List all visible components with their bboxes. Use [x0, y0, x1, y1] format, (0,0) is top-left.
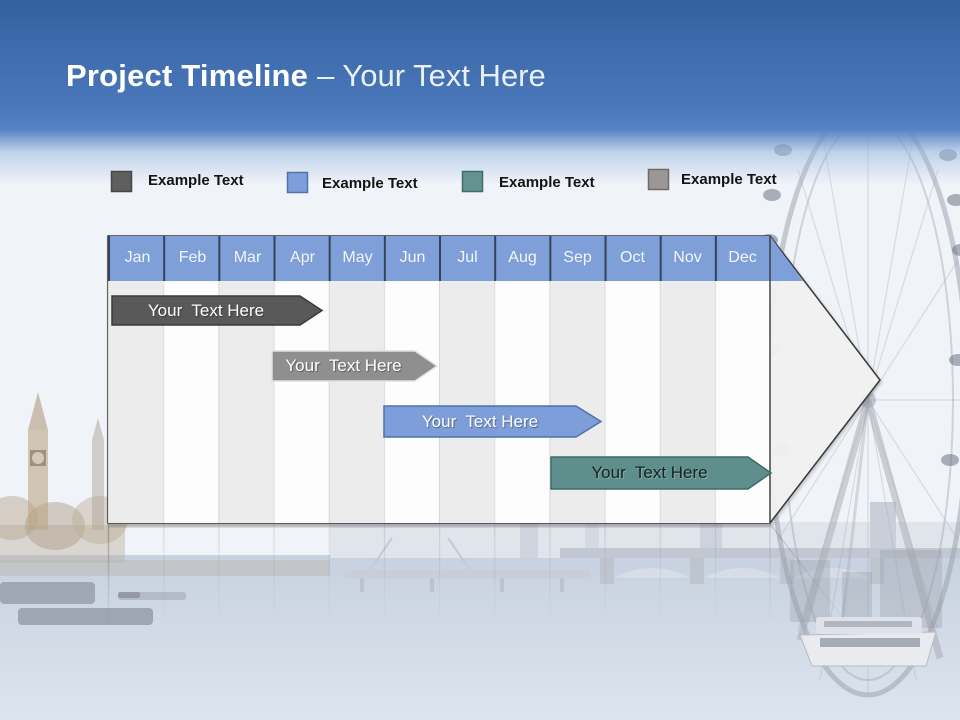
bar-4[interactable]	[550, 456, 773, 490]
month-cell-dec[interactable]: Dec	[728, 249, 757, 266]
bar-4-label[interactable]: Your Text Here	[591, 463, 708, 482]
page-title[interactable]: Project Timeline– Your Text Here	[66, 58, 546, 94]
month-cell-oct[interactable]: Oct	[620, 249, 645, 266]
month-cell-jun[interactable]: Jun	[399, 249, 426, 266]
month-cell-feb[interactable]: Feb	[178, 249, 207, 266]
month-cell-mar[interactable]: Mar	[233, 249, 262, 266]
bar-3-label[interactable]: Your Text Here	[421, 411, 539, 431]
month-header-row: Jan Feb Mar Apr May Jun Jul Aug Sep Oct …	[110, 236, 770, 280]
month-cell-may[interactable]: May	[342, 249, 373, 266]
month-cell-jan[interactable]: Jan	[124, 249, 151, 266]
bar-3[interactable]	[383, 405, 603, 438]
bar-2[interactable]	[271, 350, 439, 382]
legend-item-3[interactable]	[461, 170, 484, 193]
title-bold-text: Project Timeline	[66, 58, 309, 93]
timeline-arrow-shape[interactable]	[106, 234, 886, 528]
month-cell-aug[interactable]: Aug	[508, 249, 537, 266]
legend-swatch-dark-gray	[110, 170, 133, 193]
title-rest-text: – Your Text Here	[317, 58, 546, 93]
month-cell-sep[interactable]: Sep	[563, 249, 592, 266]
big-ben-graphic	[28, 392, 104, 530]
legend-swatch-gray	[647, 168, 670, 191]
bar-2-label[interactable]: Your Text Here	[285, 356, 402, 375]
bar-1-label[interactable]: Your Text Here	[147, 300, 265, 320]
legend-item-4[interactable]	[647, 168, 670, 191]
month-cell-nov[interactable]: Nov	[673, 249, 702, 266]
month-cell-jul[interactable]: Jul	[457, 249, 478, 266]
legend-label-4: Example Text	[681, 171, 777, 188]
month-cell-apr[interactable]: Apr	[290, 249, 315, 266]
month-header-separators	[108, 236, 770, 281]
legend-swatch-blue	[286, 171, 309, 194]
legend-swatch-teal	[461, 170, 484, 193]
bar-1[interactable]	[111, 295, 324, 326]
legend-label-2: Example Text	[322, 175, 418, 192]
boat-graphic	[799, 617, 937, 667]
legend-item-1[interactable]	[110, 170, 133, 193]
arrow-reflection	[107, 524, 847, 636]
legend-label-3: Example Text	[499, 174, 595, 191]
legend-item-2[interactable]	[286, 171, 309, 194]
header-gradient-band	[0, 0, 960, 190]
legend-label-1: Example Text	[148, 172, 244, 189]
